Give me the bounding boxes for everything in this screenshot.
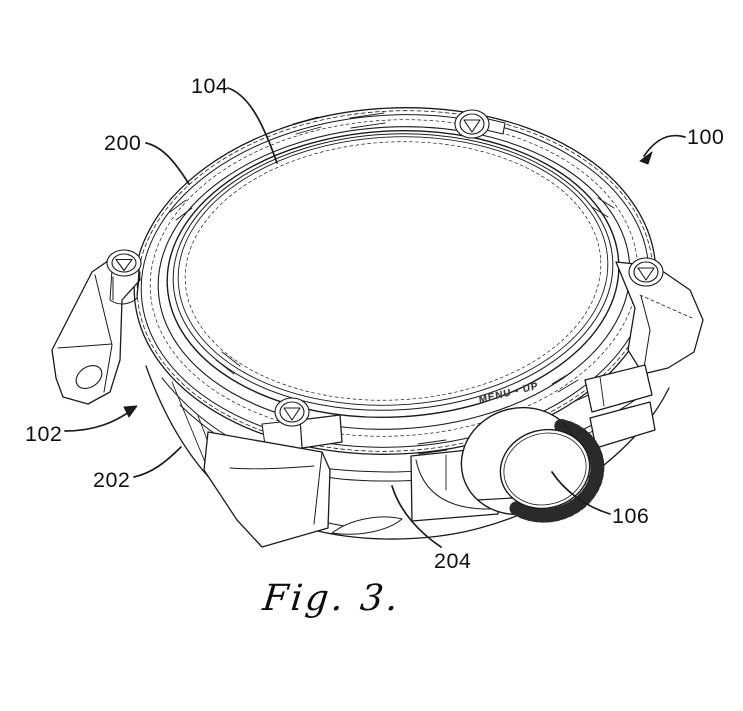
side-button-right-upper (584, 364, 653, 413)
right-lug (615, 261, 704, 375)
ref-label-106: 106 (612, 504, 650, 528)
crown (460, 406, 605, 523)
case-wedge-guard (203, 431, 331, 548)
ref-label-200: 200 (104, 131, 142, 155)
ref-label-204: 204 (434, 549, 472, 573)
left-lug (51, 255, 141, 405)
bezel-ring (133, 107, 657, 455)
ref-label-102: 102 (25, 422, 63, 446)
bezel-facet-marks (169, 112, 615, 455)
ref-label-202: 202 (93, 468, 131, 492)
ref-label-104: 104 (191, 74, 229, 98)
bezel-screws (106, 109, 664, 427)
figure-caption: Fig. 3. (260, 578, 403, 619)
leader-lines (64, 87, 686, 548)
ref-label-100: 100 (687, 125, 725, 149)
